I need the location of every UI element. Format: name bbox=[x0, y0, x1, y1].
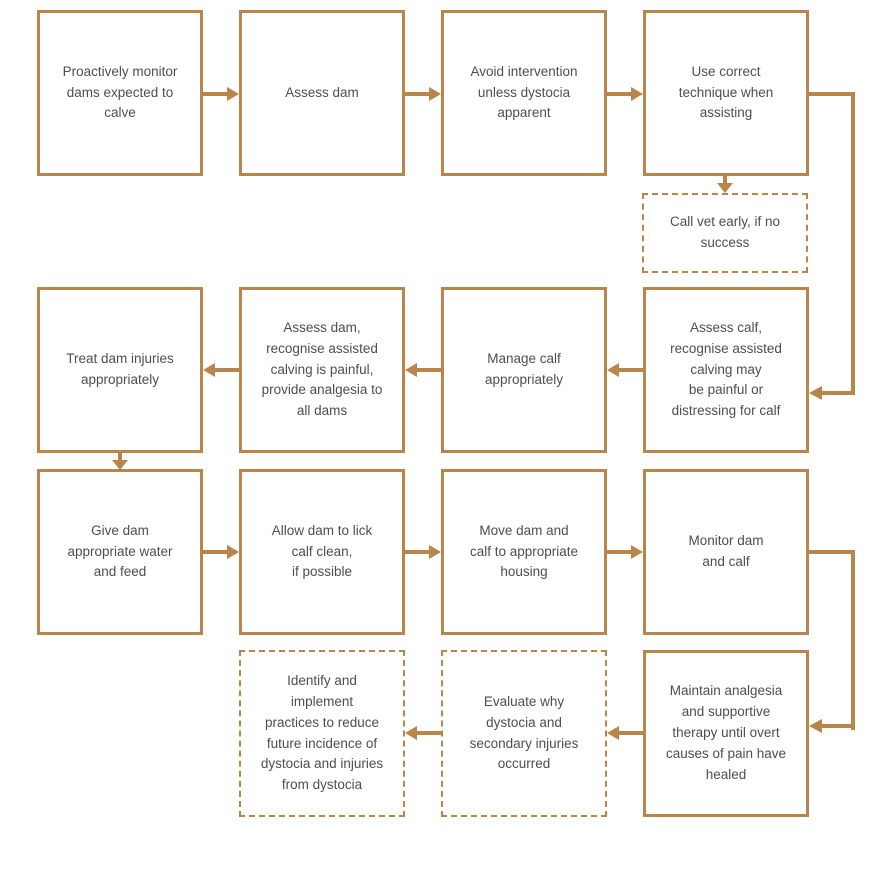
node-assess-dam: Assess dam bbox=[239, 10, 405, 176]
node-proactively-monitor: Proactively monitor dams expected to cal… bbox=[37, 10, 203, 176]
node-avoid-intervention: Avoid intervention unless dystocia appar… bbox=[441, 10, 607, 176]
node-use-correct-technique: Use correct technique when assisting bbox=[643, 10, 809, 176]
arrow-monitor-to-assess-icon bbox=[203, 87, 239, 101]
node-move-dam-calf-housing: Move dam and calf to appropriate housing bbox=[441, 469, 607, 635]
arrow-technique-to-callvet-icon bbox=[717, 176, 733, 193]
node-manage-calf: Manage calf appropriately bbox=[441, 287, 607, 453]
arrow-treat-to-give-icon bbox=[112, 453, 128, 470]
node-give-dam-water-feed: Give dam appropriate water and feed bbox=[37, 469, 203, 635]
arrow-assess-dam-to-treat-icon bbox=[203, 363, 239, 377]
arrow-maintain-to-evaluate-icon bbox=[607, 726, 643, 740]
arrow-assess-calf-to-manage-icon bbox=[607, 363, 643, 377]
arrow-assess-to-avoid-icon bbox=[405, 87, 441, 101]
node-assess-calf: Assess calf, recognise assisted calving … bbox=[643, 287, 809, 453]
arrow-manage-to-assess-dam-icon bbox=[405, 363, 441, 377]
arrow-avoid-to-technique-icon bbox=[607, 87, 643, 101]
node-call-vet-early: Call vet early, if no success bbox=[642, 193, 808, 273]
arrow-evaluate-to-identify-icon bbox=[405, 726, 441, 740]
arrow-allow-to-move-icon bbox=[405, 545, 441, 559]
node-treat-dam-injuries: Treat dam injuries appropriately bbox=[37, 287, 203, 453]
arrow-give-to-allow-icon bbox=[203, 545, 239, 559]
node-assess-dam-analgesia: Assess dam, recognise assisted calving i… bbox=[239, 287, 405, 453]
arrow-move-to-monitor-icon bbox=[607, 545, 643, 559]
node-allow-dam-lick-calf: Allow dam to lick calf clean, if possibl… bbox=[239, 469, 405, 635]
node-monitor-dam-calf: Monitor dam and calf bbox=[643, 469, 809, 635]
node-maintain-analgesia: Maintain analgesia and supportive therap… bbox=[643, 650, 809, 817]
node-evaluate-why-dystocia: Evaluate why dystocia and secondary inju… bbox=[441, 650, 607, 817]
node-identify-implement-practices: Identify and implement practices to redu… bbox=[239, 650, 405, 817]
